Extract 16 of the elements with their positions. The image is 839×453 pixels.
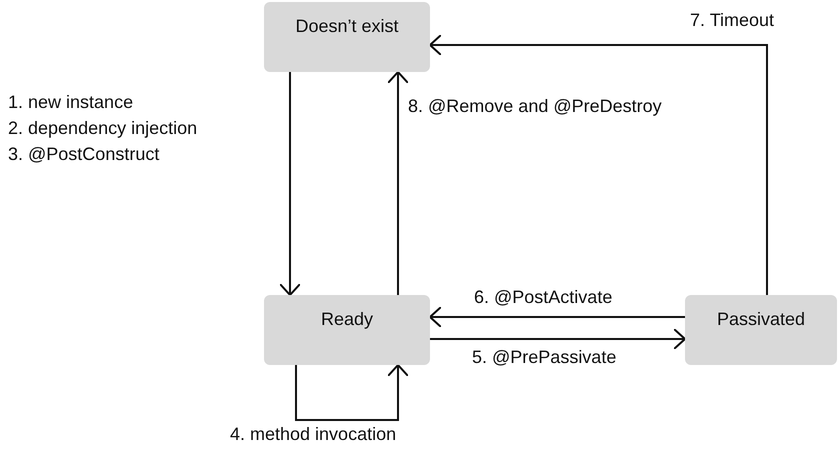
state-name: Ready [320,309,374,330]
state-name: Passivated [716,309,806,330]
state-box [685,295,837,365]
state-box [264,2,430,72]
arrow [430,328,686,350]
edge-label: 8. @Remove and @PreDestroy [408,96,662,118]
arrow [295,364,409,421]
state-name: Doesn’t exist [295,16,399,37]
arrow [279,72,301,296]
state-box [264,295,430,365]
arrow [387,71,409,295]
arrow [429,34,768,295]
arrow [429,306,685,328]
step-note: 3. @PostConstruct [8,144,160,166]
step-note: 1. new instance [8,92,134,114]
step-note: 2. dependency injection [8,118,198,140]
